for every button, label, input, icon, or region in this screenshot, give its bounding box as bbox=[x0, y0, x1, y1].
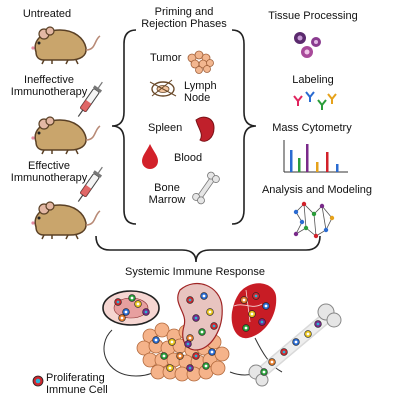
immune-cell-dot bbox=[210, 322, 218, 330]
mass-cytometry-chart bbox=[283, 140, 348, 173]
immune-cell-dot bbox=[152, 336, 160, 344]
immune-cell-dot bbox=[202, 362, 210, 370]
label-tissue-processing: Tissue Processing bbox=[268, 10, 358, 22]
label-tumor: Tumor bbox=[150, 52, 182, 64]
immune-cell-dot bbox=[186, 296, 194, 304]
right-brace bbox=[231, 29, 257, 225]
label-labeling: Labeling bbox=[292, 74, 334, 86]
tumor-icon bbox=[187, 50, 214, 74]
immune-cell-dot bbox=[314, 320, 322, 328]
label-blood: Blood bbox=[174, 152, 203, 164]
tissue-cells-icon bbox=[294, 32, 321, 58]
blood-drop-icon bbox=[142, 144, 158, 169]
immune-cell-dot bbox=[268, 358, 276, 366]
immune-cell-dot bbox=[242, 324, 250, 332]
immune-cell-dot bbox=[260, 368, 268, 376]
label-systemic-response: Systemic Immune Response bbox=[125, 266, 265, 278]
immune-cell-dot bbox=[134, 300, 142, 308]
analysis-nodes bbox=[293, 201, 335, 239]
blood-vessel-large bbox=[231, 283, 277, 339]
immune-cell-dot bbox=[208, 348, 216, 356]
immune-cell-dot bbox=[192, 352, 200, 360]
immune-cell-dot bbox=[176, 352, 184, 360]
label-untreated: Untreated bbox=[22, 8, 72, 20]
label-analysis-modeling: Analysis and Modeling bbox=[261, 184, 373, 196]
immune-cell-dot bbox=[192, 314, 200, 322]
lymph-node-icon bbox=[149, 79, 177, 97]
spleen-icon bbox=[195, 116, 215, 142]
immune-cell-dot bbox=[206, 308, 214, 316]
immune-cell-dot bbox=[304, 330, 312, 338]
label-mass-cytometry: Mass Cytometry bbox=[272, 122, 352, 134]
bone-icon bbox=[192, 171, 220, 205]
left-brace bbox=[111, 29, 137, 225]
immune-cell-dot bbox=[252, 292, 260, 300]
proliferating-cell-legend-icon bbox=[32, 375, 44, 387]
immune-cell-dot bbox=[184, 340, 192, 348]
vessel-line-3 bbox=[254, 337, 283, 373]
immune-cell-dot bbox=[142, 308, 150, 316]
immune-cell-dot bbox=[258, 318, 266, 326]
immune-cell-dot bbox=[118, 314, 126, 322]
mouse-untreated-icon bbox=[30, 26, 101, 65]
immune-cell-dot bbox=[292, 338, 300, 346]
immune-cell-dot bbox=[114, 298, 122, 306]
immune-cell-dot bbox=[280, 348, 288, 356]
immune-cell-dot bbox=[122, 308, 130, 316]
immune-cell-dot bbox=[198, 328, 206, 336]
immune-cell-dot bbox=[160, 352, 168, 360]
immune-cell-dot bbox=[168, 338, 176, 346]
antibody-icon bbox=[293, 91, 337, 110]
immune-cell-dot bbox=[248, 310, 256, 318]
immune-cell-dot bbox=[128, 294, 136, 302]
immune-cell-dot bbox=[262, 302, 270, 310]
tumor-cluster bbox=[136, 322, 230, 382]
immune-cells bbox=[114, 292, 322, 376]
immune-cell-dot bbox=[240, 296, 248, 304]
immune-cell-dot bbox=[186, 364, 194, 372]
immune-cell-dot bbox=[166, 364, 174, 372]
immune-cell-dot bbox=[200, 292, 208, 300]
label-spleen: Spleen bbox=[148, 122, 183, 134]
bottom-brace bbox=[95, 235, 321, 263]
